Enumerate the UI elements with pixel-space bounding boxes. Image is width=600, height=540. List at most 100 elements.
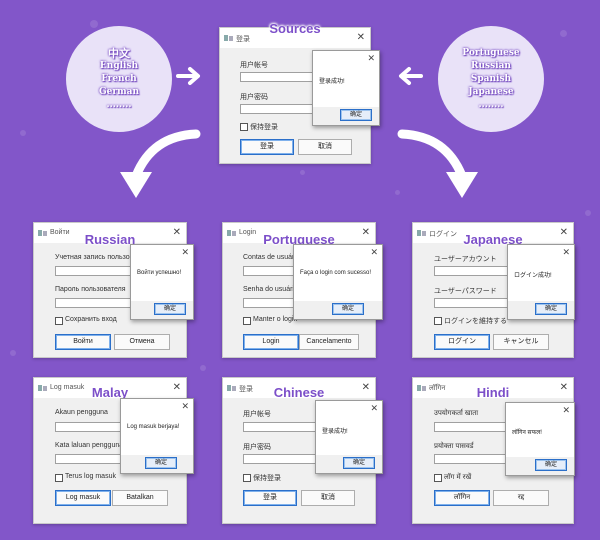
password-label: Senha do usuário xyxy=(243,286,298,293)
close-icon[interactable]: ✕ xyxy=(361,227,370,238)
ok-button[interactable]: 确定 xyxy=(535,303,567,315)
ok-button[interactable]: 确定 xyxy=(340,109,372,121)
remember-checkbox[interactable] xyxy=(434,474,442,482)
user-account-input[interactable] xyxy=(240,72,320,82)
app-icon xyxy=(38,385,47,391)
login-button[interactable]: लॉगिन xyxy=(434,490,490,506)
window-title: ログイン xyxy=(429,231,457,238)
title-bar: 登录 ✕ xyxy=(220,28,370,48)
remember-label: Сохранить вход xyxy=(65,316,117,323)
dialog-message: 登录成功! xyxy=(322,429,348,435)
login-window-portuguese: Login ✕ Portuguese Contas de usuário Sen… xyxy=(222,222,383,358)
close-icon[interactable]: ✕ xyxy=(172,227,181,238)
ok-button[interactable]: 确定 xyxy=(343,457,375,469)
source-language: English xyxy=(99,60,139,71)
password-label: Kata laluan pengguna xyxy=(55,442,124,449)
user-account-input[interactable] xyxy=(55,266,135,276)
ok-button[interactable]: 确定 xyxy=(535,459,567,471)
remember-label: Manter o login xyxy=(253,316,298,323)
login-window-chinese: 登录 ✕ Chinese 用户帐号 用户密码 保持登录 登录 取消 ✕ 登录成功… xyxy=(222,377,383,524)
password-label: Пароль пользователя xyxy=(55,286,126,293)
success-dialog: ✕ लॉगिन सफल! 确定 xyxy=(505,402,575,476)
dialog-message: Войти успешно! xyxy=(137,270,182,276)
close-icon[interactable]: ✕ xyxy=(559,382,568,393)
success-dialog: ✕ 登录成功! 确定 xyxy=(315,400,383,474)
window-title: Login xyxy=(239,229,257,236)
app-icon xyxy=(417,230,426,236)
user-account-label: Akaun pengguna xyxy=(55,409,108,416)
ok-button[interactable]: 确定 xyxy=(145,457,177,469)
password-input[interactable] xyxy=(240,104,320,114)
password-label: प्रयोक्ता पासवर्ड xyxy=(434,443,474,450)
source-language: 中文 xyxy=(108,46,130,60)
close-icon[interactable]: ✕ xyxy=(559,227,568,238)
login-window-japanese: ログイン ✕ Japanese ユーザーアカウント ユーザーパスワード ログイン… xyxy=(412,222,575,358)
target-language: ........ xyxy=(478,99,504,110)
app-icon xyxy=(227,230,236,236)
close-icon[interactable]: ✕ xyxy=(562,405,570,415)
language-label: Japanese xyxy=(463,232,523,247)
password-input[interactable] xyxy=(243,454,323,464)
login-button[interactable]: 登录 xyxy=(243,490,297,506)
ok-button[interactable]: 确定 xyxy=(332,303,364,315)
user-account-label: ユーザーアカウント xyxy=(434,256,497,263)
success-dialog: ✕ ログイン成功! 确定 xyxy=(507,244,575,320)
remember-checkbox[interactable] xyxy=(55,474,63,482)
close-icon[interactable]: ✕ xyxy=(356,32,365,43)
close-icon[interactable]: ✕ xyxy=(172,382,181,393)
close-icon[interactable]: ✕ xyxy=(367,53,375,63)
close-icon[interactable]: ✕ xyxy=(181,247,189,257)
cancel-button[interactable]: Cancelamento xyxy=(299,334,359,350)
source-language: German xyxy=(98,86,140,97)
remember-checkbox[interactable] xyxy=(243,317,251,325)
remember-checkbox[interactable] xyxy=(243,474,251,482)
close-icon[interactable]: ✕ xyxy=(562,247,570,257)
password-input[interactable] xyxy=(434,298,514,308)
close-icon[interactable]: ✕ xyxy=(181,401,189,411)
cancel-button[interactable]: रद्द xyxy=(493,490,549,506)
source-languages-circle: 中文 English French German ........ xyxy=(66,26,172,132)
remember-checkbox[interactable] xyxy=(240,123,248,131)
cancel-button[interactable]: 取消 xyxy=(298,139,352,155)
title-bar: लॉगिन ✕ xyxy=(413,378,573,398)
target-language: Portuguese xyxy=(462,47,520,58)
window-title: Войти xyxy=(50,229,70,236)
password-label: 用户密码 xyxy=(243,444,271,451)
dialog-message: 登录成功! xyxy=(319,79,345,85)
title-bar: ログイン ✕ xyxy=(413,223,573,243)
password-input[interactable] xyxy=(55,298,135,308)
window-title: 登录 xyxy=(239,386,253,393)
remember-checkbox[interactable] xyxy=(55,317,63,325)
cancel-button[interactable]: Отмена xyxy=(114,334,170,350)
cancel-button[interactable]: 取消 xyxy=(301,490,355,506)
user-account-input[interactable] xyxy=(434,422,514,432)
close-icon[interactable]: ✕ xyxy=(361,382,370,393)
login-window-russian: Войти ✕ Russian Учетная запись пользоват… xyxy=(33,222,194,358)
dialog-message: ログイン成功! xyxy=(514,273,552,279)
remember-checkbox[interactable] xyxy=(434,317,442,325)
close-icon[interactable]: ✕ xyxy=(370,403,378,413)
close-icon[interactable]: ✕ xyxy=(370,247,378,257)
curved-arrow-right-icon xyxy=(397,129,478,198)
password-input[interactable] xyxy=(434,454,514,464)
background-sparkle xyxy=(200,365,206,371)
dialog-message: लॉगिन सफल! xyxy=(512,430,542,436)
user-account-label: 用户帐号 xyxy=(243,411,271,418)
login-button[interactable]: Login xyxy=(243,334,299,350)
login-button[interactable]: ログイン xyxy=(434,334,490,350)
cancel-button[interactable]: Batalkan xyxy=(112,490,168,506)
password-label: 用户密码 xyxy=(240,94,268,101)
curved-arrow-left-icon xyxy=(120,129,201,198)
remember-label: Terus log masuk xyxy=(65,473,116,480)
remember-label: 保持登录 xyxy=(250,124,278,131)
language-label: Hindi xyxy=(476,385,510,400)
user-account-input[interactable] xyxy=(243,422,323,432)
login-button[interactable]: 登录 xyxy=(240,139,294,155)
title-bar: 登录 ✕ xyxy=(223,378,375,398)
background-sparkle xyxy=(300,170,305,175)
login-button[interactable]: Войти xyxy=(55,334,111,350)
cancel-button[interactable]: キャンセル xyxy=(493,334,549,350)
user-account-input[interactable] xyxy=(434,266,514,276)
login-button[interactable]: Log masuk xyxy=(55,490,111,506)
ok-button[interactable]: 确定 xyxy=(154,303,186,315)
